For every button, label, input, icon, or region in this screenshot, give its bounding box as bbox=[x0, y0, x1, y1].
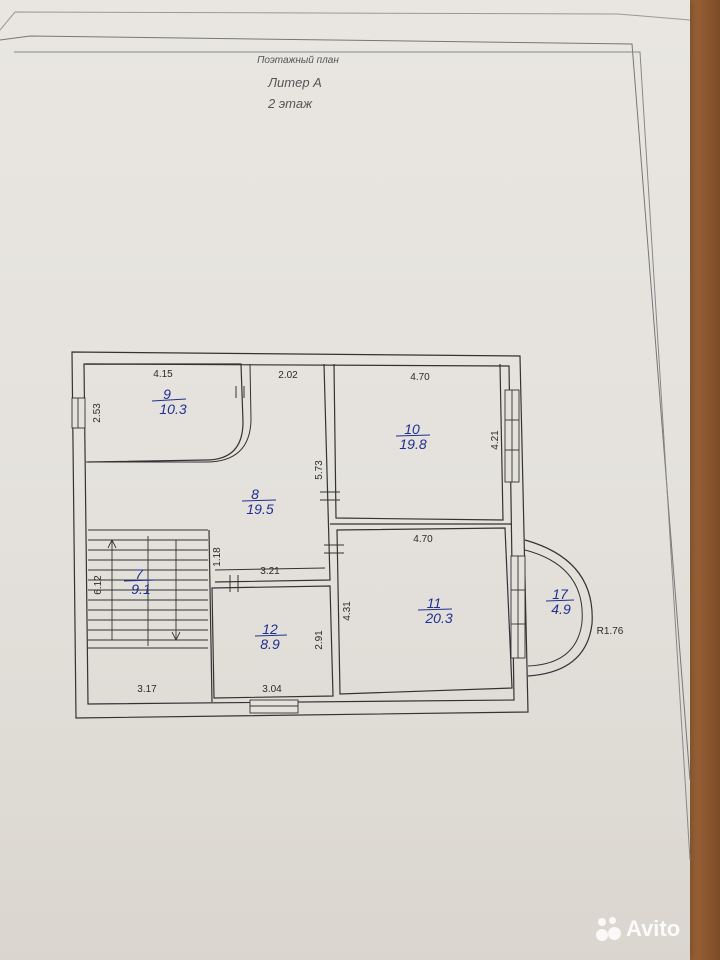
svg-text:9: 9 bbox=[163, 386, 171, 402]
avito-logo-icon bbox=[594, 915, 622, 943]
room-9-outline bbox=[86, 363, 244, 463]
dim-hall-small: 1.18 bbox=[212, 547, 223, 567]
room-9-label: 9 10.3 bbox=[151, 386, 187, 417]
liter-label: Литер А bbox=[267, 75, 322, 90]
dim-r9-height: 2.53 bbox=[92, 403, 103, 423]
room-7-label: 7 9.1 bbox=[123, 566, 157, 597]
avito-logo-text: Avito bbox=[626, 916, 681, 941]
room-10-label: 10 19.8 bbox=[395, 421, 431, 452]
dim-r10-width: 4.70 bbox=[410, 372, 430, 383]
dim-bay-radius: R1.76 bbox=[597, 626, 624, 637]
dim-hall-width: 2.02 bbox=[278, 370, 298, 381]
avito-watermark: Avito bbox=[594, 912, 694, 946]
svg-text:8: 8 bbox=[251, 486, 259, 502]
svg-text:10: 10 bbox=[404, 421, 420, 437]
svg-text:8.9: 8.9 bbox=[260, 636, 280, 652]
svg-text:10.3: 10.3 bbox=[159, 401, 186, 417]
dim-r12-width: 3.04 bbox=[262, 684, 282, 695]
room-17-label: 17 4.9 bbox=[545, 586, 575, 617]
svg-text:9.1: 9.1 bbox=[131, 581, 150, 597]
dim-r10-height: 4.21 bbox=[490, 430, 501, 450]
room-10-outline bbox=[333, 363, 504, 521]
svg-text:17: 17 bbox=[552, 586, 569, 602]
svg-text:7: 7 bbox=[135, 566, 144, 582]
room-11-outline bbox=[336, 527, 513, 695]
room-12-label: 12 8.9 bbox=[254, 621, 288, 652]
paper-sheet bbox=[0, 0, 690, 960]
svg-text:11: 11 bbox=[427, 595, 442, 611]
svg-text:20.3: 20.3 bbox=[424, 610, 452, 626]
stairs bbox=[88, 529, 208, 649]
dim-r11-height: 4.31 bbox=[342, 601, 353, 621]
dim-hall-height: 5.73 bbox=[314, 460, 325, 480]
dim-hall-bottom: 3.21 bbox=[260, 566, 280, 577]
svg-text:4.9: 4.9 bbox=[551, 601, 571, 617]
room-8-label: 8 19.5 bbox=[241, 486, 277, 517]
floor-label: 2 этаж bbox=[267, 96, 313, 111]
dim-r12-height: 2.91 bbox=[314, 630, 325, 650]
dim-r9-width: 4.15 bbox=[153, 369, 173, 380]
dim-stair-height: 6.12 bbox=[93, 575, 104, 595]
room-17-bay-outline bbox=[524, 539, 593, 677]
svg-text:19.8: 19.8 bbox=[399, 436, 426, 452]
svg-text:19.5: 19.5 bbox=[246, 501, 273, 517]
dim-stair-width: 3.17 bbox=[137, 684, 157, 695]
room-11-label: 11 20.3 bbox=[417, 595, 453, 626]
dim-r11-width: 4.70 bbox=[413, 534, 433, 545]
svg-text:12: 12 bbox=[262, 621, 278, 637]
windows bbox=[71, 389, 526, 714]
room-12-outline bbox=[211, 585, 334, 699]
plan-title: Поэтажный план bbox=[257, 55, 339, 66]
